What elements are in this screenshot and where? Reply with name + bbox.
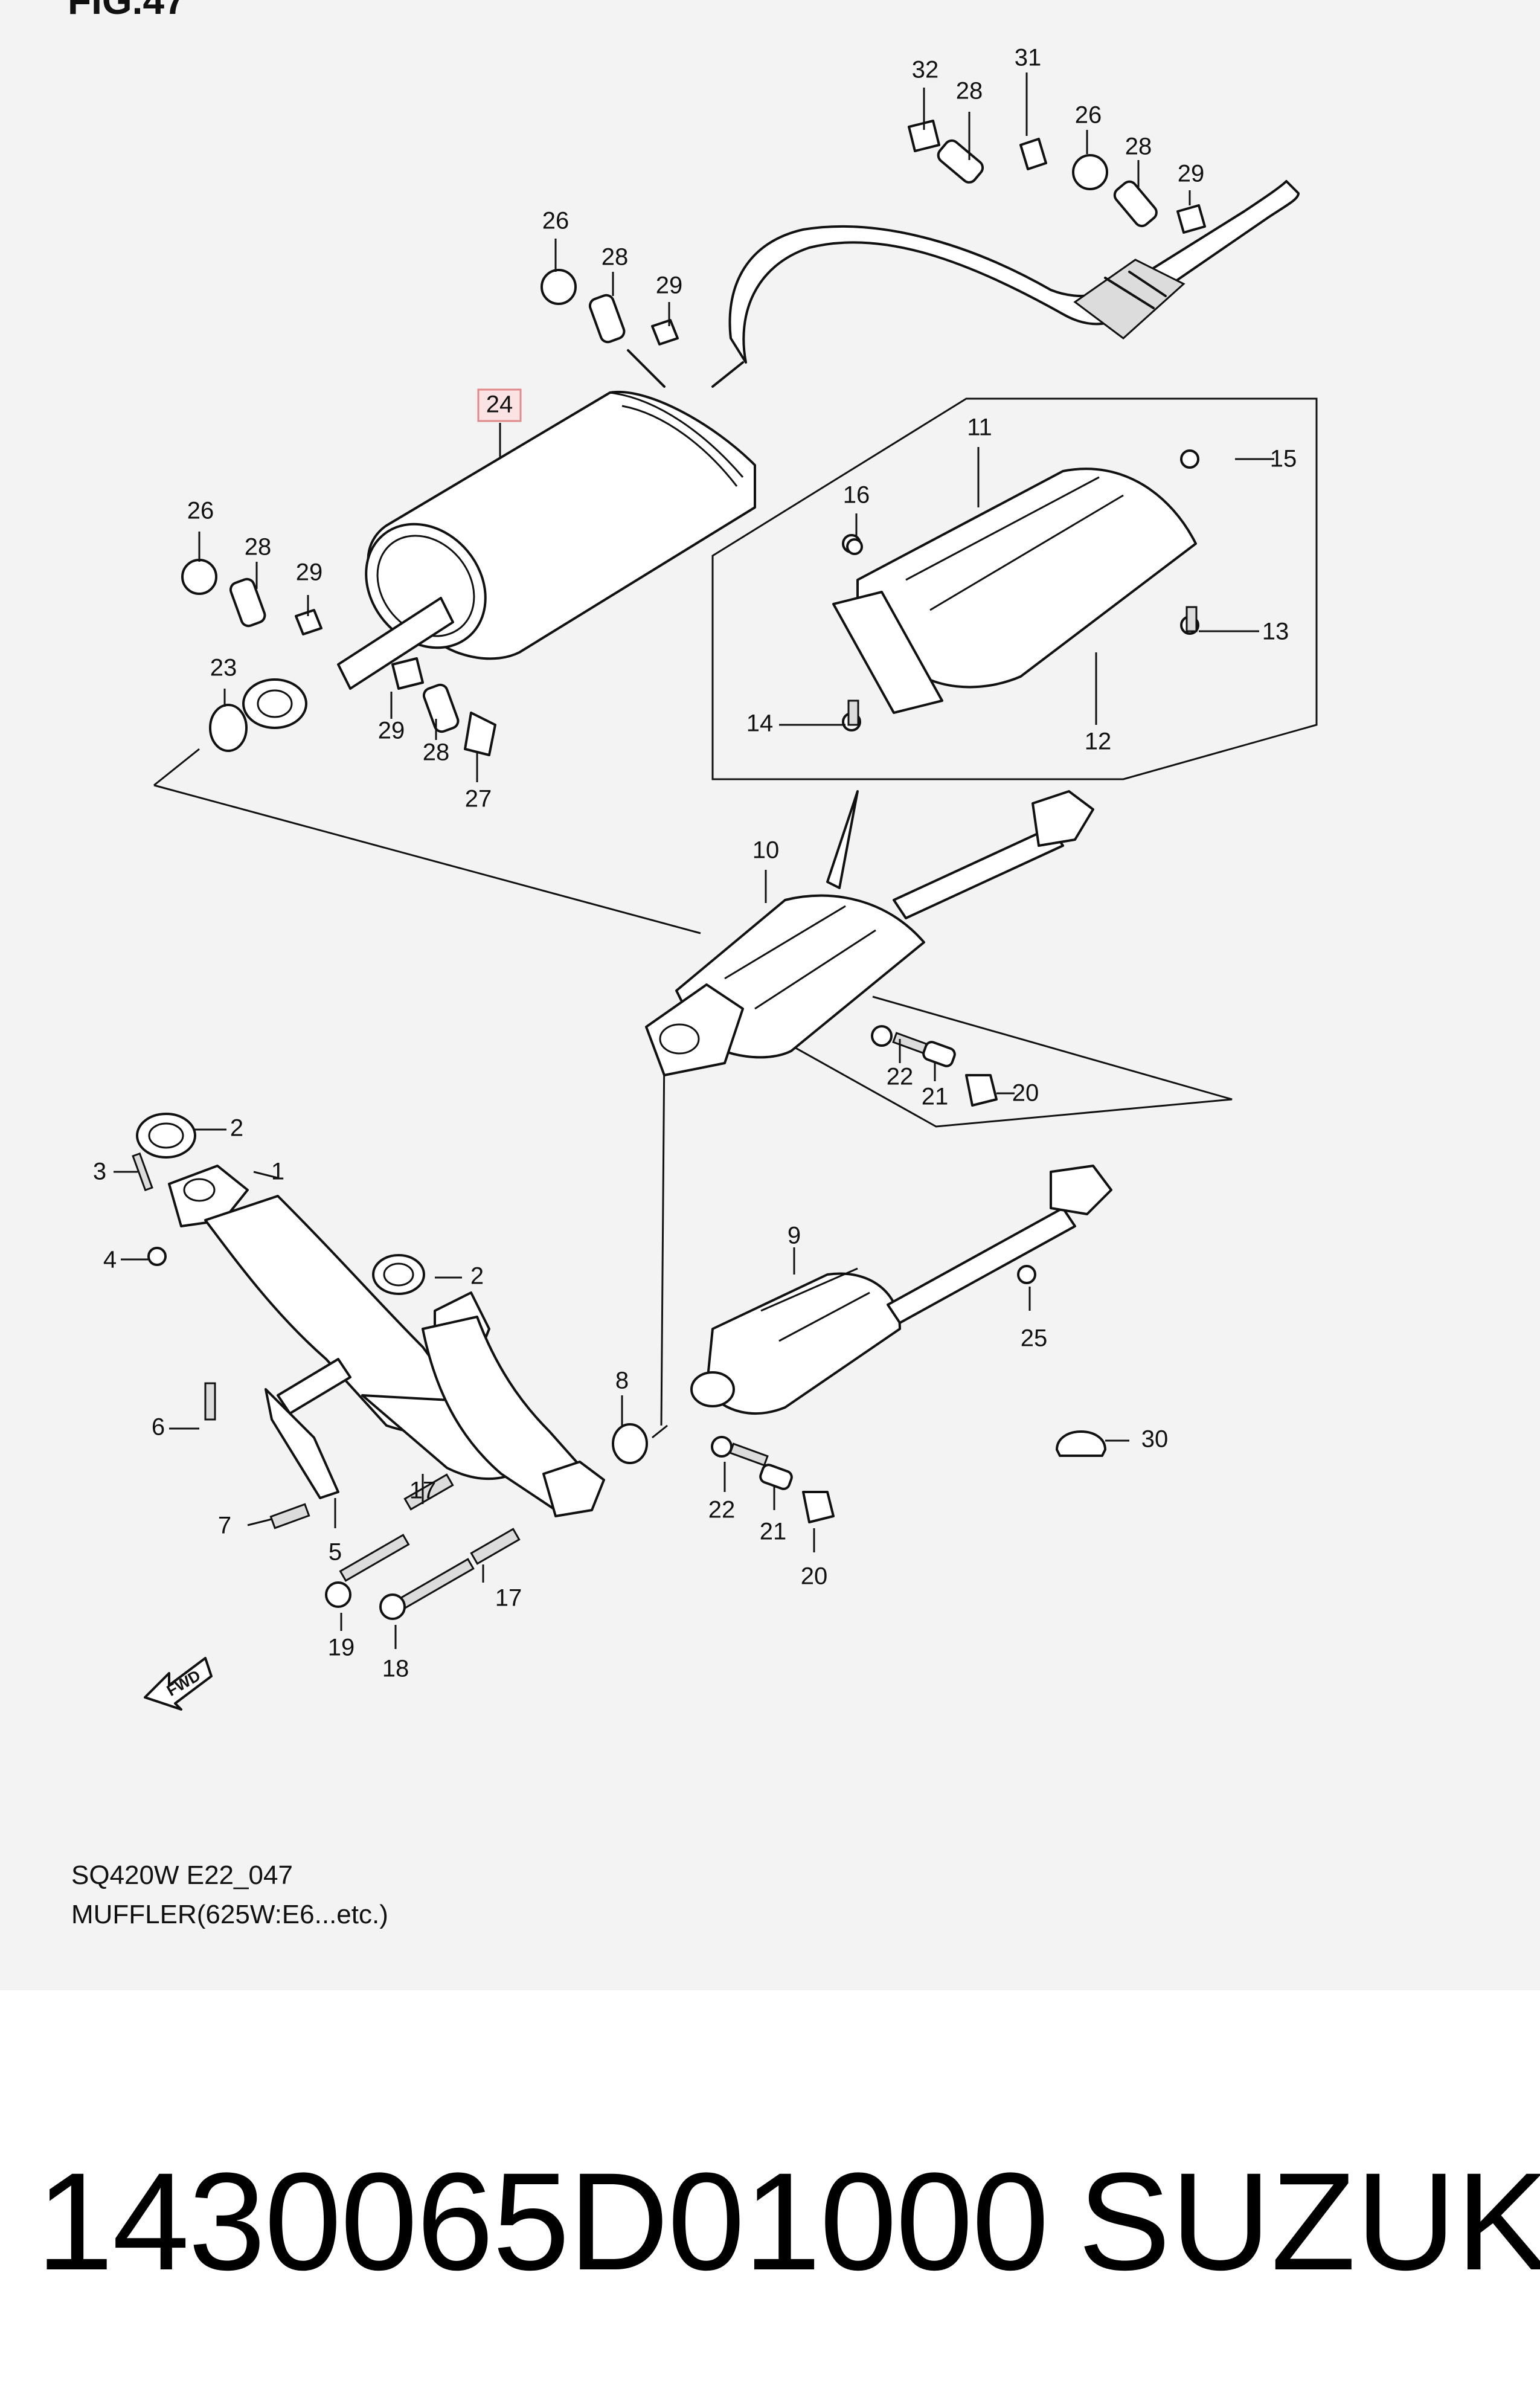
callout-28[interactable]: 28 [245, 534, 272, 561]
callout-23[interactable]: 23 [210, 655, 237, 681]
highlight-box-24 [477, 388, 522, 422]
callout-18[interactable]: 18 [382, 1656, 409, 1682]
callout-20[interactable]: 20 [1012, 1080, 1039, 1107]
callout-29[interactable]: 29 [1178, 161, 1205, 187]
callout-29[interactable]: 29 [378, 718, 405, 744]
rear-muffler [337, 349, 756, 690]
callout-27[interactable]: 27 [465, 786, 492, 812]
callout-5[interactable]: 5 [329, 1539, 342, 1566]
front-exhaust-pipe [136, 1113, 605, 1517]
diagram-title: MUFFLER(625W:E6...etc.) [71, 1900, 388, 1929]
fwd-arrow: FWD [144, 1657, 213, 1711]
callouts: 32 31 28 26 28 29 26 28 29 24 11 15 16 1… [93, 45, 1297, 1682]
center-pipe-converter [645, 790, 1094, 1076]
leader-lines [114, 72, 1274, 1649]
callout-21[interactable]: 21 [922, 1084, 949, 1110]
figure-header: FIG.47 [68, 0, 186, 22]
fasteners [132, 538, 1198, 1620]
callout-14[interactable]: 14 [746, 710, 774, 737]
callout-26[interactable]: 26 [187, 498, 214, 524]
front-converter [612, 1165, 1112, 1464]
callout-15[interactable]: 15 [1270, 446, 1297, 472]
callout-32[interactable]: 32 [912, 57, 939, 83]
callout-28[interactable]: 28 [602, 244, 629, 271]
callout-22[interactable]: 22 [708, 1497, 736, 1523]
callout-29[interactable]: 29 [296, 559, 323, 586]
callout-3[interactable]: 3 [93, 1159, 106, 1185]
callout-13[interactable]: 13 [1262, 619, 1289, 645]
callout-12[interactable]: 12 [1085, 728, 1112, 755]
brand-name: SUZUKI [1078, 2144, 1540, 2299]
callout-2[interactable]: 2 [470, 1263, 484, 1290]
callout-7[interactable]: 7 [218, 1513, 231, 1539]
callout-29[interactable]: 29 [656, 272, 683, 299]
callout-4[interactable]: 4 [103, 1247, 117, 1273]
diagram-model-code: SQ420W E22_047 [71, 1860, 293, 1890]
callout-9[interactable]: 9 [788, 1223, 801, 1249]
muffler-hangers [181, 120, 1206, 756]
callout-28[interactable]: 28 [423, 739, 450, 766]
diagram-panel: FIG.47 [0, 0, 1540, 1990]
detail-box [711, 397, 1318, 780]
callout-2[interactable]: 2 [230, 1115, 243, 1142]
exploded-parts-diagram: FWD 32 31 28 26 [93, 45, 1318, 1711]
callout-17[interactable]: 17 [409, 1477, 437, 1504]
callout-6[interactable]: 6 [152, 1414, 165, 1441]
callout-30[interactable]: 30 [1141, 1426, 1169, 1453]
callout-28[interactable]: 28 [956, 78, 983, 104]
callout-22[interactable]: 22 [887, 1064, 914, 1090]
callout-11[interactable]: 11 [967, 414, 992, 441]
callout-1[interactable]: 1 [271, 1159, 284, 1185]
callout-26[interactable]: 26 [1075, 102, 1102, 129]
callout-19[interactable]: 19 [328, 1635, 355, 1661]
callout-31[interactable]: 31 [1015, 45, 1042, 71]
callout-26[interactable]: 26 [542, 208, 569, 234]
callout-10[interactable]: 10 [752, 837, 780, 864]
callout-8[interactable]: 8 [615, 1368, 629, 1394]
callout-24[interactable]: 24 [486, 391, 513, 418]
callout-20[interactable]: 20 [801, 1563, 828, 1590]
callout-17[interactable]: 17 [495, 1585, 522, 1612]
tail-pipe [728, 180, 1300, 364]
callout-25[interactable]: 25 [1021, 1325, 1048, 1352]
callout-28[interactable]: 28 [1125, 133, 1152, 160]
part-number: 1430065D01000 [36, 2144, 1049, 2299]
callout-21[interactable]: 21 [760, 1519, 787, 1545]
callout-16[interactable]: 16 [843, 482, 870, 509]
